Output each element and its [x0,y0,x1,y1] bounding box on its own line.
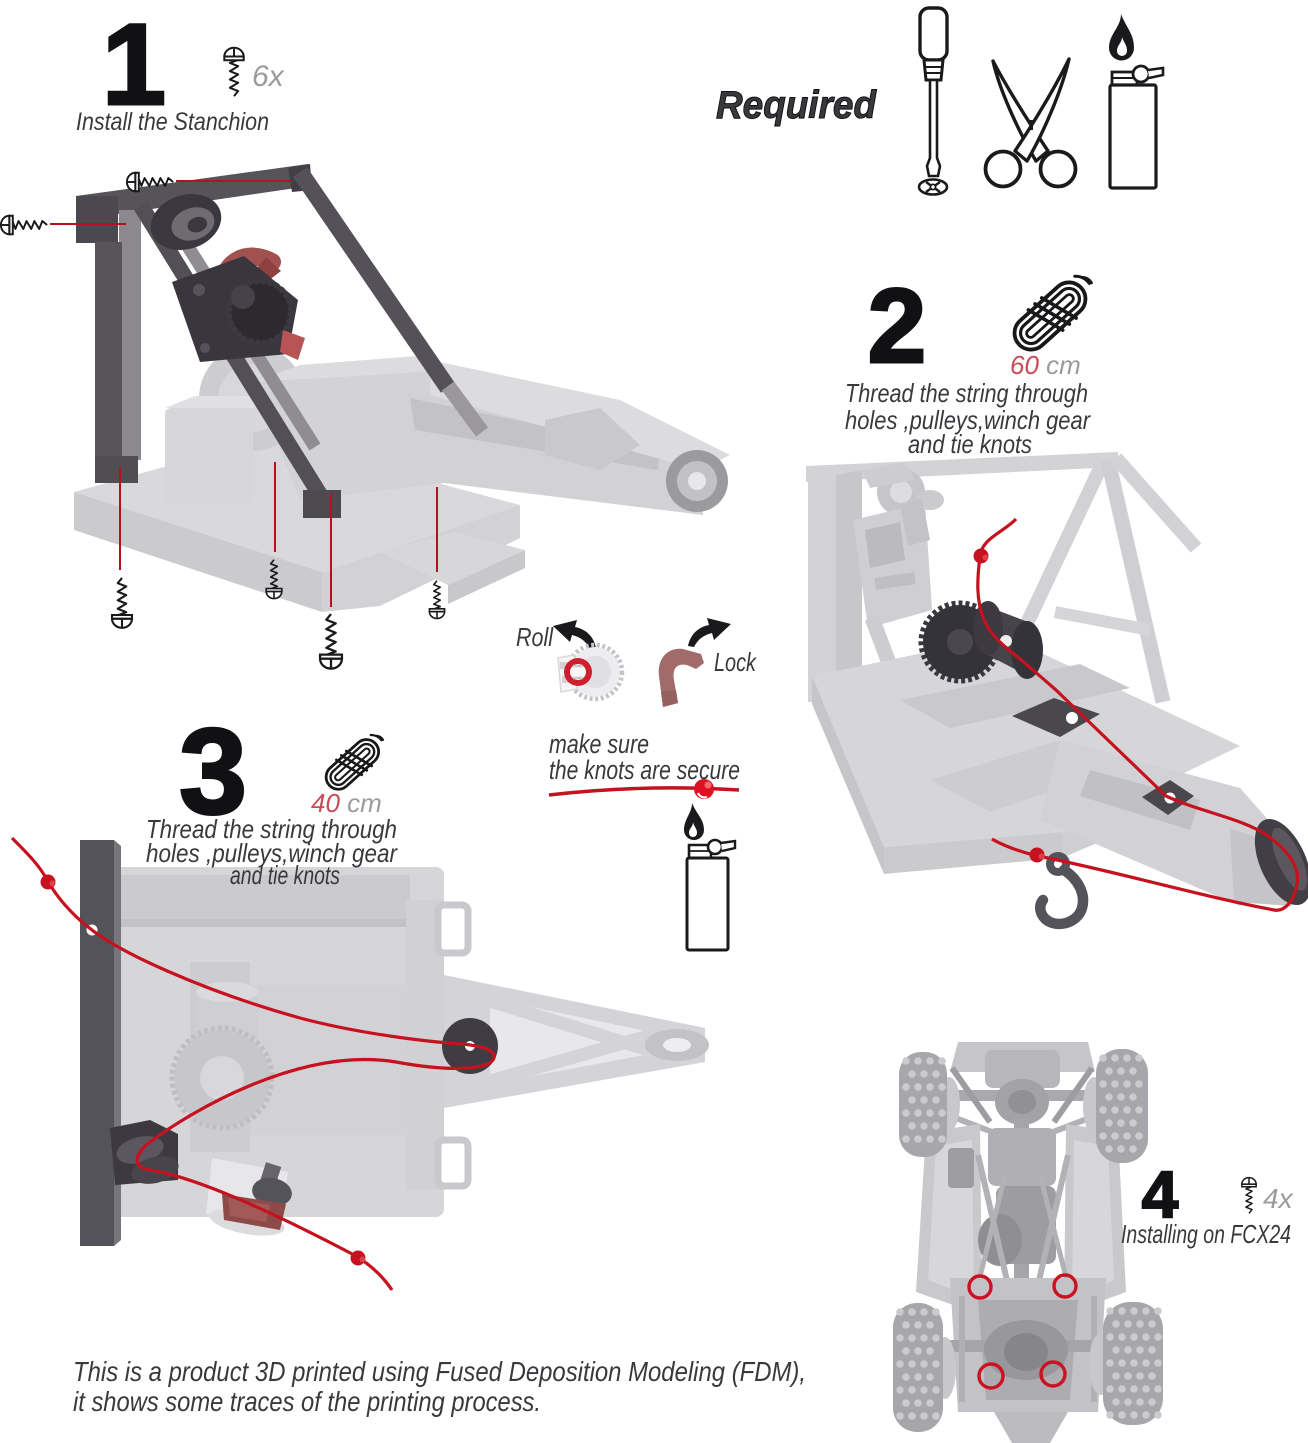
svg-text:Roll: Roll [516,622,554,652]
svg-text:3: 3 [179,703,247,839]
svg-text:the knots are secure: the knots are secure [549,755,740,785]
svg-text:40 cm: 40 cm [311,788,382,818]
svg-text:Thread the string through: Thread the string through [845,378,1088,408]
svg-text:holes ,pulleys,winch gear: holes ,pulleys,winch gear [146,838,398,868]
svg-text:make sure: make sure [549,729,649,759]
svg-text:4: 4 [1142,1157,1179,1231]
svg-text:60 cm: 60 cm [1010,350,1081,380]
svg-text:it shows some traces of the pr: it shows some traces of the printing pro… [73,1386,541,1417]
svg-text:Required: Required [716,84,877,127]
svg-text:4x: 4x [1263,1183,1294,1214]
svg-text:6x: 6x [252,60,285,93]
svg-text:Installing on FCX24: Installing on FCX24 [1121,1219,1291,1249]
svg-text:Lock: Lock [714,647,758,677]
svg-text:Thread the string through: Thread the string through [146,814,397,844]
svg-text:Install the Stanchion: Install the Stanchion [76,108,269,136]
svg-text:and tie knots: and tie knots [908,429,1032,459]
svg-text:2: 2 [868,268,926,385]
svg-text:and tie knots: and tie knots [230,860,340,890]
svg-text:1: 1 [102,1,166,129]
svg-text:This is a product 3D printed u: This is a product 3D printed using Fused… [73,1356,806,1387]
svg-text:holes ,pulleys,winch gear: holes ,pulleys,winch gear [845,405,1091,435]
